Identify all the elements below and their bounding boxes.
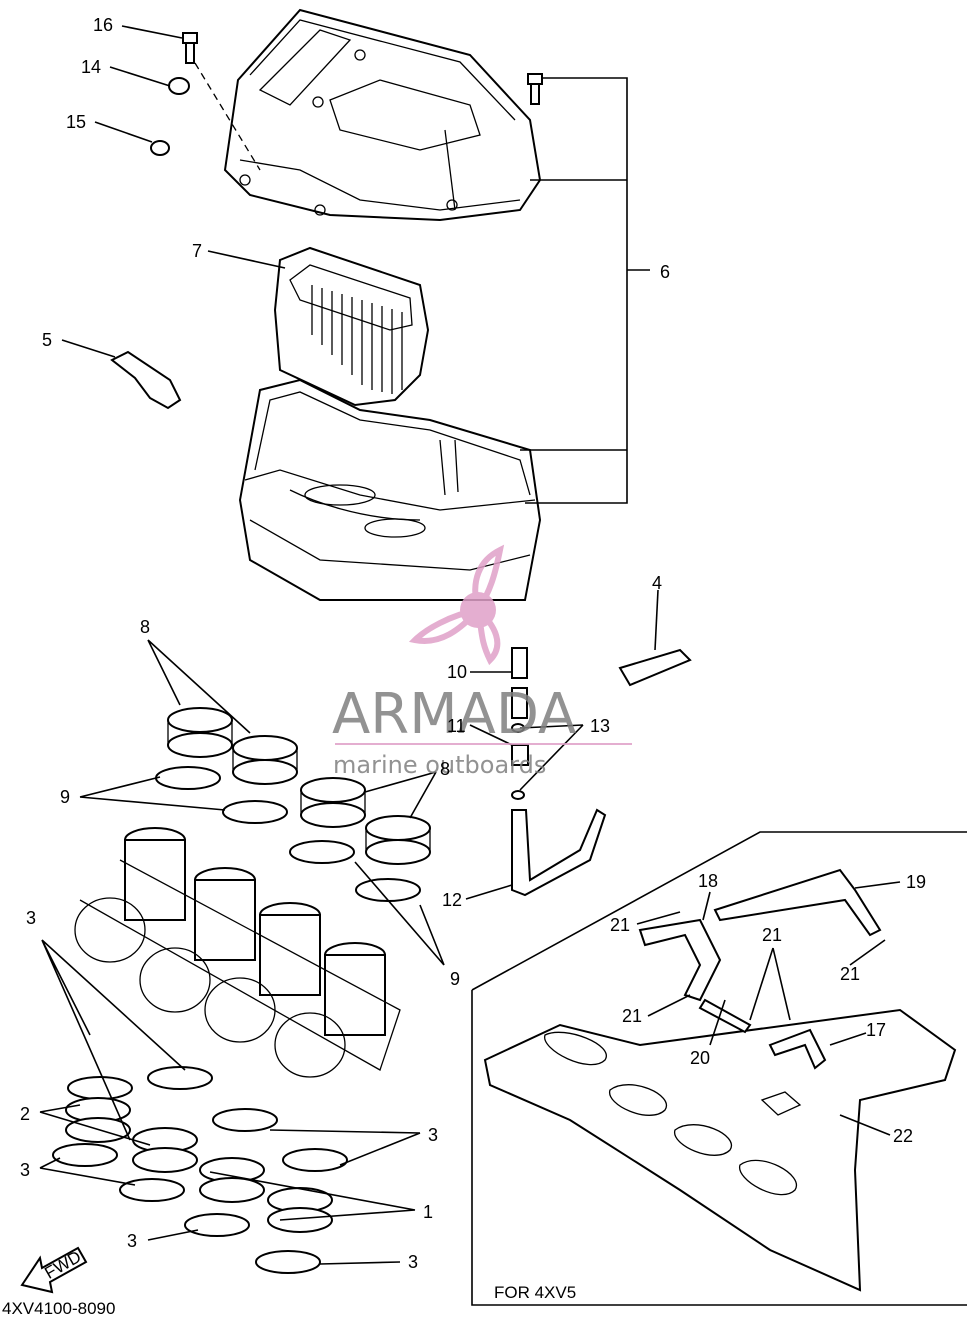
collar-15 [150,140,170,156]
callout-3e: 3 [408,1252,418,1272]
carburetor-assembly [74,827,401,1078]
callout-21c: 21 [840,964,860,984]
callout-3c: 3 [428,1125,438,1145]
callout-4: 4 [652,573,662,593]
watermark-tagline: marine outboards [333,751,546,779]
callout-11: 11 [447,716,466,736]
clamps-9 [155,766,421,902]
callout-7: 7 [192,241,202,261]
bolt-6 [527,73,543,105]
callout-21d: 21 [622,1006,642,1026]
callout-6: 6 [660,262,670,282]
assembly-line-16 [194,62,261,171]
callout-21a: 21 [610,915,630,935]
callout-3a: 3 [26,908,36,928]
fwd-arrow: FWD [20,1246,88,1294]
joints-lower [52,1066,348,1274]
armada-watermark: ARMADA marine outboards [332,544,632,779]
callout-21b: 21 [762,925,782,945]
inset-4xv5 [471,831,967,1306]
callout-3d: 3 [127,1231,137,1251]
callout-5: 5 [42,330,52,350]
callout-1: 1 [423,1202,433,1222]
callout-18: 18 [698,871,718,891]
bolt-16 [182,32,198,64]
callout-2: 2 [20,1104,30,1124]
airbox-cover [223,8,542,222]
joints-8 [167,707,431,865]
watermark-brand: ARMADA [332,682,576,747]
callout-20: 20 [690,1048,710,1068]
callout-14: 14 [81,57,101,77]
callout-19: 19 [906,872,926,892]
callout-13: 13 [590,716,610,736]
callout-10: 10 [447,662,467,682]
callout-17: 17 [866,1020,886,1040]
drain-hose-assembly [511,647,607,897]
filter-pleats [311,285,403,394]
fwd-text: FWD [41,1247,84,1283]
callout-22: 22 [893,1126,913,1146]
inset-note: FOR 4XV5 [494,1283,576,1302]
damper-14 [168,77,190,95]
air-filter-element [273,246,430,407]
callout-8a: 8 [140,617,150,637]
callout-3b: 3 [20,1160,30,1180]
bracket-4 [618,648,692,687]
armada-propeller-logo [408,544,505,666]
callout-15: 15 [66,112,86,132]
callout-9b: 9 [450,969,460,989]
callout-8b: 8 [440,759,450,779]
drawing-code: 4XV4100-8090 [2,1299,115,1317]
callout-12: 12 [442,890,462,910]
bracket-5 [110,350,182,410]
callout-16: 16 [93,15,113,35]
callout-9a: 9 [60,787,70,807]
leader-lines [39,25,901,1265]
callout-labels: 16 14 15 7 5 6 4 8 9 8 9 10 11 13 12 3 2… [20,15,926,1272]
